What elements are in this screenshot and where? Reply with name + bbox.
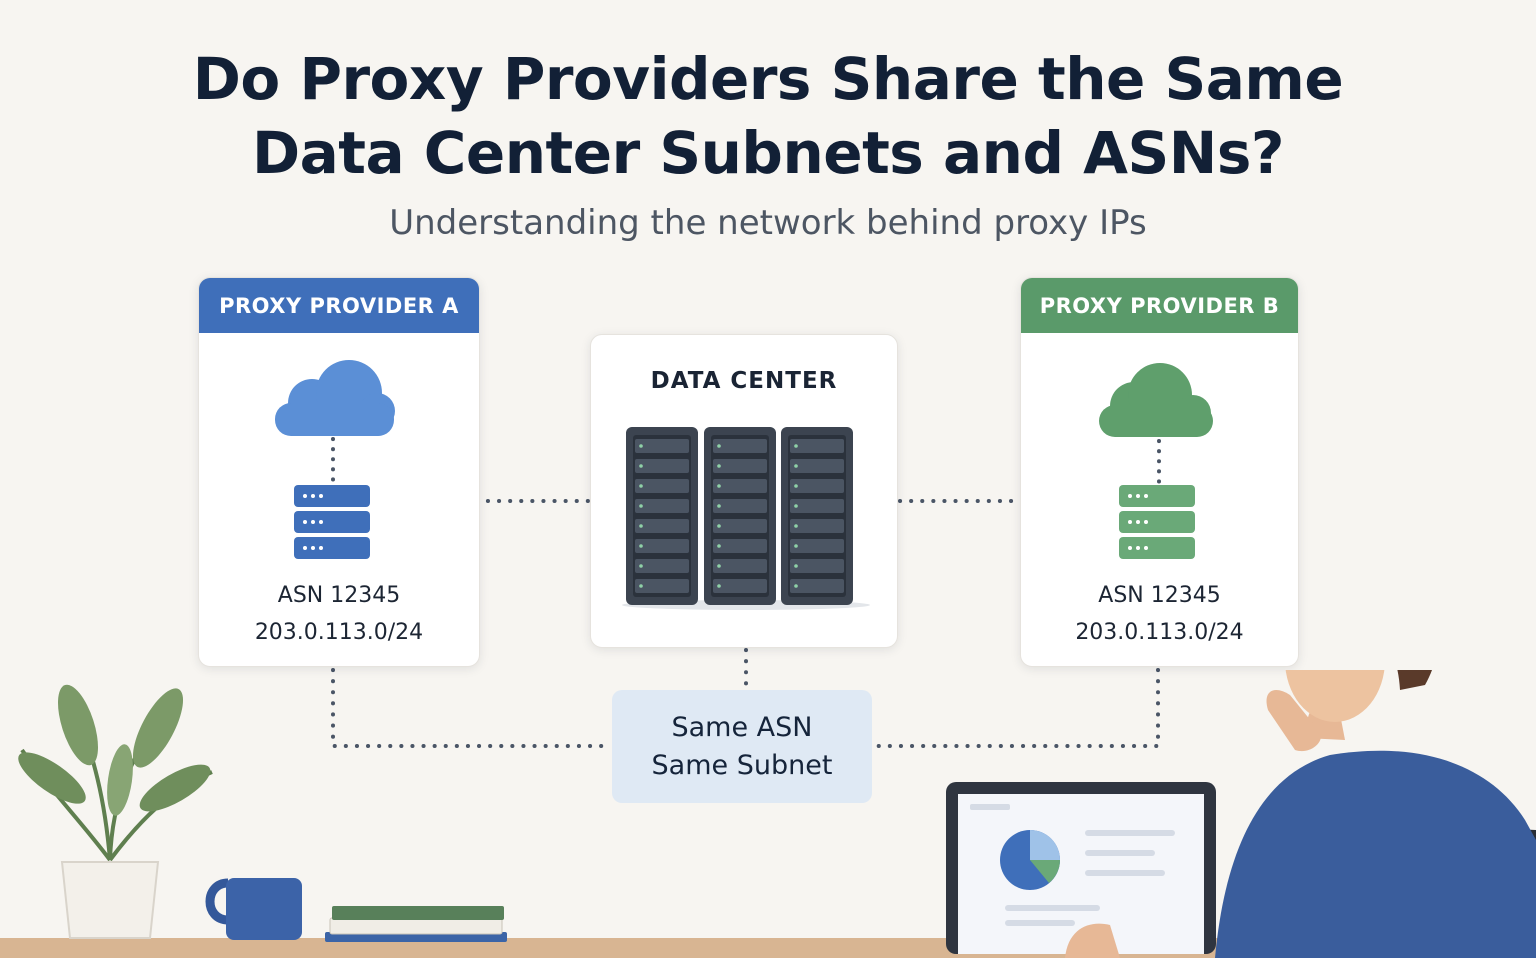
page-title: Do Proxy Providers Share the Same Data C… (0, 42, 1536, 190)
server-stack-icon (1119, 485, 1195, 559)
data-center-card: DATA CENTER (590, 334, 898, 648)
connector-a-to-shared (331, 668, 612, 748)
provider-a-asn: ASN 12345 (277, 583, 401, 608)
provider-b-subnet: 203.0.113.0/24 (1075, 620, 1244, 645)
plant-icon (18, 684, 213, 939)
cloud-icon (1099, 363, 1213, 437)
server-stack-icon (294, 485, 370, 559)
cloud-icon (275, 360, 395, 436)
person-icon (1065, 670, 1536, 958)
provider-a-diagram (275, 360, 395, 559)
title-line-2: Data Center Subnets and ASNs? (251, 119, 1285, 187)
mug-icon (205, 878, 302, 940)
provider-a-header: PROXY PROVIDER A (199, 278, 479, 333)
server-racks-icon (622, 427, 870, 610)
desk-illustration (0, 670, 1536, 958)
books-icon (325, 906, 507, 942)
same-asn-label: Same ASN (671, 712, 813, 743)
same-subnet-label: Same Subnet (651, 750, 833, 781)
provider-b-asn: ASN 12345 (1098, 583, 1221, 608)
laptop-icon (946, 782, 1216, 954)
provider-b-card: PROXY PROVIDER B ASN 12345 203.0.113.0/2… (1020, 277, 1299, 667)
shared-network-box: Same ASN Same Subnet (612, 690, 872, 803)
title-line-1: Do Proxy Providers Share the Same (192, 45, 1344, 113)
provider-b-diagram (1099, 363, 1213, 559)
provider-a-card: PROXY PROVIDER A ASN 12345 203.0.113.0/2… (198, 277, 480, 667)
connector-b-to-shared (874, 668, 1160, 748)
data-center-title: DATA CENTER (650, 368, 838, 394)
provider-a-subnet: 203.0.113.0/24 (254, 620, 424, 645)
page-subtitle: Understanding the network behind proxy I… (389, 203, 1147, 243)
provider-b-header: PROXY PROVIDER B (1021, 278, 1298, 333)
